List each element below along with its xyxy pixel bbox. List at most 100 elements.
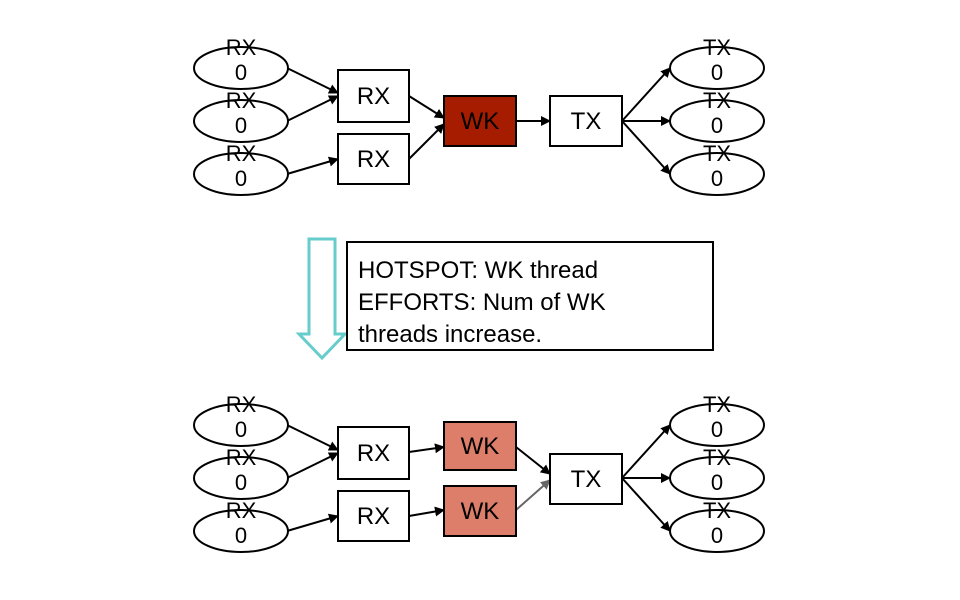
rx-thread-2-shape [337, 490, 410, 542]
hotspot-note: HOTSPOT: WK thread EFFORTS: Num of WK th… [346, 241, 714, 351]
tx-port-3-index: 0 [711, 523, 723, 548]
rx-port-3-label: RX [226, 498, 257, 523]
tx-port-1-index: 0 [711, 60, 723, 85]
rx-port-1-index: 0 [235, 417, 247, 442]
rx-port-3: RX0 [193, 498, 289, 553]
rx-thread-2: RX [337, 133, 410, 185]
rx-port-1: RX0 [193, 35, 289, 90]
tx-port-2-label: TX [703, 88, 731, 113]
edge-rx-port2-to-rx1 [286, 452, 339, 479]
wk-thread-2-label: WK [461, 498, 500, 525]
tx-port-3-label: TX [703, 141, 731, 166]
tx-port-1-shape [669, 403, 765, 447]
wk-thread-2: WK [443, 485, 517, 537]
tx-port-1-label: TX [703, 35, 731, 60]
tx-thread-label: TX [571, 466, 602, 493]
rx-port-3-shape [193, 152, 289, 196]
rx-port-2-shape [193, 99, 289, 143]
tx-port-3-index: 0 [711, 166, 723, 191]
note-line-hotspot: HOTSPOT: WK thread [358, 257, 599, 284]
tx-thread-label: TX [571, 108, 602, 135]
rx-port-1-label: RX [226, 35, 257, 60]
edge-tx-to-port1 [621, 424, 671, 479]
rx-port-3-label: RX [226, 141, 257, 166]
wk-thread-1-label: WK [461, 433, 500, 460]
rx-thread-1-label: RX [357, 83, 390, 110]
tx-port-2-shape [669, 456, 765, 500]
tx-port-2-index: 0 [711, 113, 723, 138]
rx-port-3-index: 0 [235, 166, 247, 191]
edge-rx-port2-to-rx1 [286, 95, 339, 122]
tx-port-3-shape [669, 152, 765, 196]
rx-thread-1: RX [337, 426, 410, 480]
rx-thread-1-label: RX [357, 440, 390, 467]
rx-port-1: RX0 [193, 392, 289, 447]
edge-tx-to-port1 [621, 67, 671, 122]
edge-tx-to-port3 [621, 120, 671, 175]
wk-thread-1: WK [443, 421, 517, 471]
rx-port-2-label: RX [226, 445, 257, 470]
rx-thread-1-shape [337, 69, 410, 123]
wk-thread-hot-shape [443, 95, 517, 147]
wk-thread-hot: WK [443, 95, 517, 147]
wk-thread-1-shape [443, 421, 517, 471]
rx-port-1-shape [193, 46, 289, 90]
tx-port-1: TX0 [669, 392, 765, 447]
tx-port-3: TX0 [669, 498, 765, 553]
note-line-efforts: EFFORTS: Num of WK [358, 289, 606, 316]
tx-port-2-shape [669, 99, 765, 143]
note-line-increase: threads increase. [358, 321, 543, 348]
transition-arrow [295, 237, 349, 361]
tx-port-3: TX0 [669, 141, 765, 196]
edge-wk2-to-tx [515, 479, 551, 511]
tx-port-1-index: 0 [711, 417, 723, 442]
tx-port-3-shape [669, 509, 765, 553]
rx-port-2-shape [193, 456, 289, 500]
rx-port-3-shape [193, 509, 289, 553]
tx-port-2-index: 0 [711, 470, 723, 495]
rx-port-2-index: 0 [235, 470, 247, 495]
rx-thread-2-label: RX [357, 146, 390, 173]
tx-thread-shape [549, 453, 623, 505]
rx-thread-2-label: RX [357, 503, 390, 530]
tx-port-1-shape [669, 46, 765, 90]
rx-port-2: RX0 [193, 445, 289, 500]
rx-thread-1-shape [337, 426, 410, 480]
tx-port-2: TX0 [669, 445, 765, 500]
tx-port-1-label: TX [703, 392, 731, 417]
rx-port-1-shape [193, 403, 289, 447]
edge-tx-to-port3 [621, 477, 671, 532]
edge-wk1-to-tx [515, 446, 551, 475]
tx-thread: TX [549, 95, 623, 147]
tx-port-1: TX0 [669, 35, 765, 90]
rx-thread-2: RX [337, 490, 410, 542]
edge-rx2-to-wk2 [408, 506, 445, 517]
tx-thread-shape [549, 95, 623, 147]
tx-thread: TX [549, 453, 623, 505]
edge-rx2-to-wk [408, 123, 445, 160]
rx-port-2-index: 0 [235, 113, 247, 138]
tx-port-3-label: TX [703, 498, 731, 523]
edge-rx-port1-to-rx1 [286, 424, 339, 451]
wk-thread-hot-label: WK [461, 108, 500, 135]
tx-port-2-label: TX [703, 445, 731, 470]
rx-port-3: RX0 [193, 141, 289, 196]
rx-port-1-index: 0 [235, 60, 247, 85]
wk-thread-2-shape [443, 485, 517, 537]
rx-port-3-index: 0 [235, 523, 247, 548]
edge-rx1-to-wk1 [408, 443, 445, 454]
edge-rx1-to-wk [408, 95, 445, 119]
rx-port-2-label: RX [226, 88, 257, 113]
rx-port-2: RX0 [193, 88, 289, 143]
rx-thread-1: RX [337, 69, 410, 123]
tx-port-2: TX0 [669, 88, 765, 143]
edge-rx-port1-to-rx1 [286, 67, 339, 94]
rx-thread-2-shape [337, 133, 410, 185]
edge-rx-port3-to-rx2 [286, 156, 339, 175]
rx-port-1-label: RX [226, 392, 257, 417]
edge-rx-port3-to-rx2 [286, 513, 339, 532]
